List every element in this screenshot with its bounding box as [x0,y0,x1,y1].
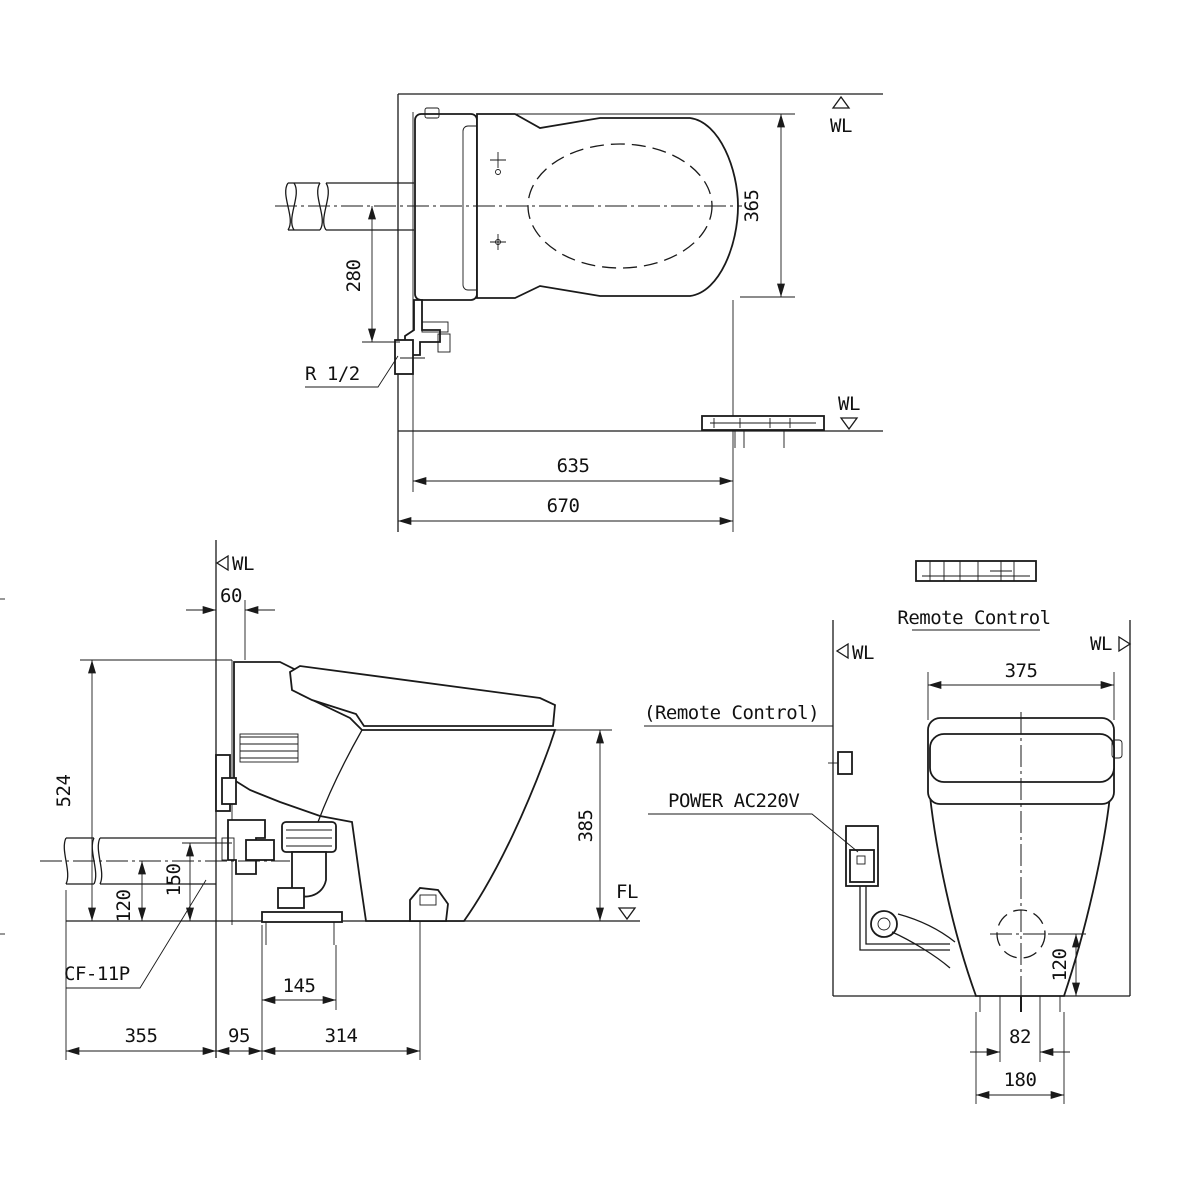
side-supply-pipe [40,837,290,885]
front-wl-right-label: WL [1090,633,1112,655]
remote-holder [828,751,853,775]
dim-60: 60 [220,585,242,607]
side-vent-grille [239,733,299,763]
label-r-half: R 1/2 [305,363,360,385]
power-outlet [845,825,956,969]
dim-355: 355 [125,1025,158,1047]
side-fl-label: FL [616,881,638,903]
dim-385: 385 [575,810,597,843]
toilet-front-outline [927,712,1123,1012]
dim-120-front: 120 [1049,949,1071,982]
dim-82: 82 [1009,1026,1031,1048]
remote-control-front [915,560,1037,582]
dim-314: 314 [325,1025,358,1047]
dim-635: 635 [557,455,590,477]
front-wl-left-label: WL [852,642,874,664]
toilet-plan-outline [275,107,742,375]
side-view: WL 60 [40,540,640,1060]
plan-view: WL WL 365 280 R 1/2 635 670 [275,93,883,532]
dim-120-side: 120 [113,890,135,923]
dim-524: 524 [53,775,75,808]
plan-wl-top-label: WL [830,115,852,137]
label-cf-11p: CF-11P [64,963,130,985]
remote-control-callout: (Remote Control) [644,702,819,724]
dim-180: 180 [1004,1069,1037,1091]
dim-280: 280 [343,260,365,293]
dim-375: 375 [1005,660,1038,682]
plan-wl-bottom-label: WL [838,393,860,415]
dim-670: 670 [547,495,580,517]
toilet-side-outline [215,661,557,945]
remote-control-title: Remote Control [897,607,1050,629]
dim-95: 95 [228,1025,250,1047]
side-wl-label: WL [232,553,254,575]
dim-145: 145 [283,975,316,997]
power-callout: POWER AC220V [668,790,799,812]
dim-365: 365 [741,190,763,223]
front-view: Remote Control WL WL [644,560,1132,1104]
remote-control-plan [701,415,825,448]
dim-150: 150 [163,864,185,897]
